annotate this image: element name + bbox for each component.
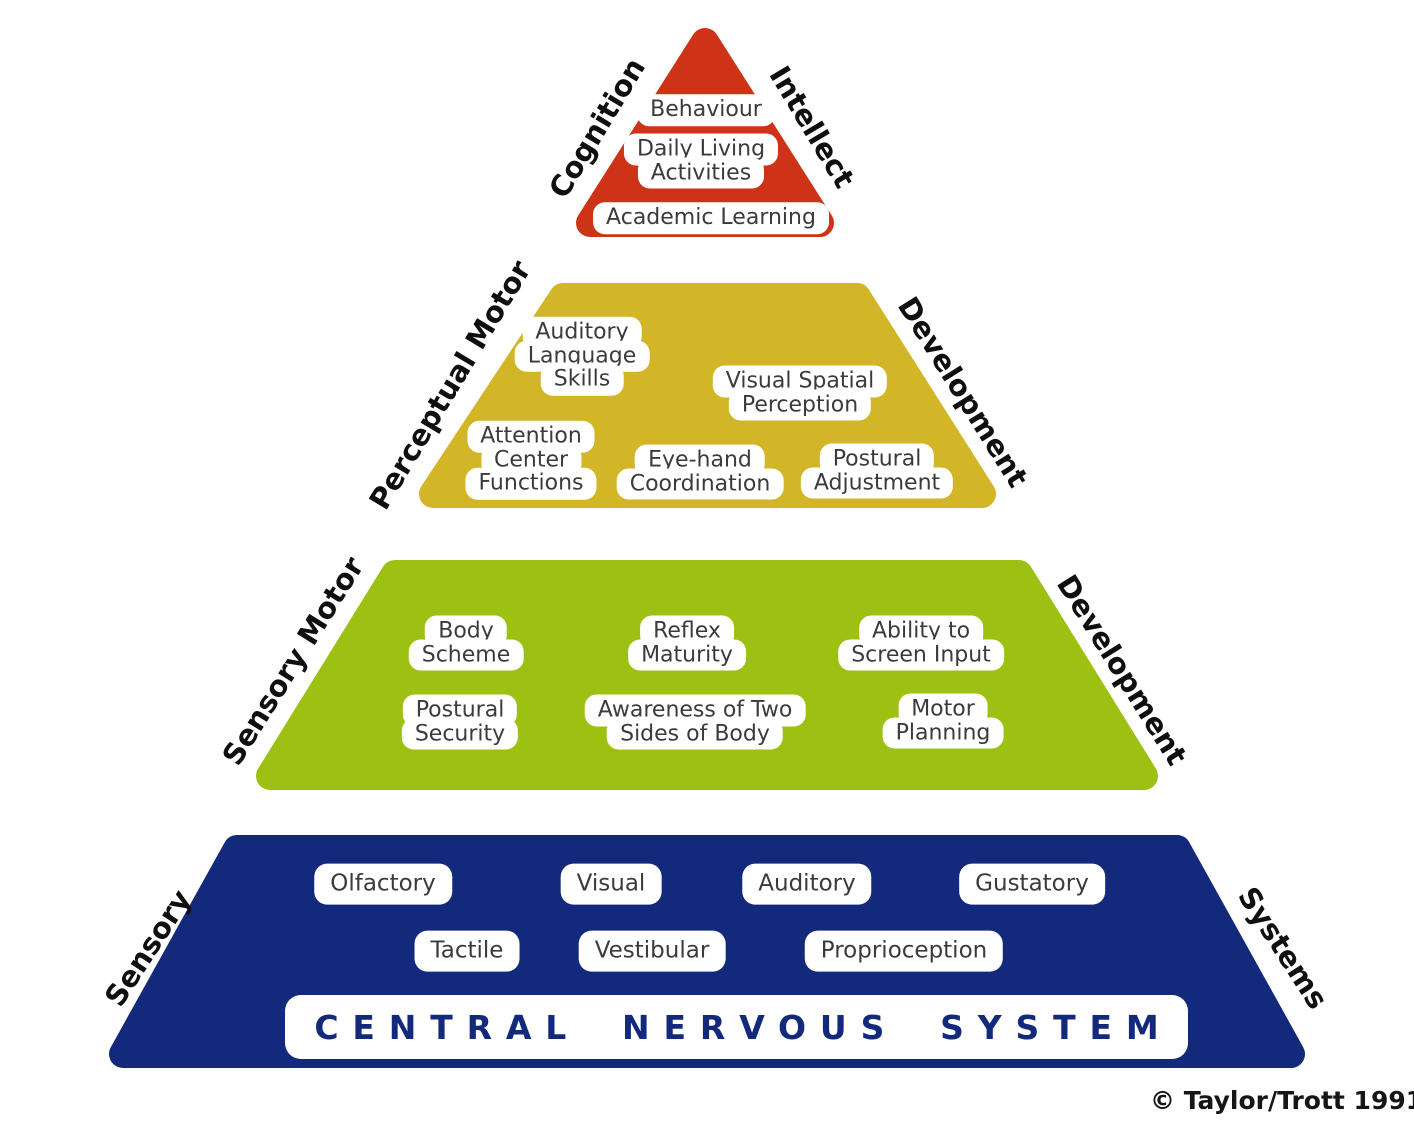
box-visual: Visual	[560, 863, 662, 905]
box-proprioception: Proprioception	[804, 930, 1004, 972]
central-nervous-system-label: CENTRAL NERVOUS SYSTEM	[314, 1007, 1173, 1047]
box-reflex-maturity: Reflex Maturity	[628, 615, 746, 671]
box-attention-center-functions: Attention Center Functions	[465, 420, 597, 500]
box-vestibular: Vestibular	[578, 930, 726, 972]
box-awareness-two-sides-of-body: Awareness of Two Sides of Body	[584, 694, 806, 750]
central-nervous-system-bar: CENTRAL NERVOUS SYSTEM	[285, 995, 1188, 1059]
box-auditory-language-skills: Auditory Language Skills	[514, 316, 650, 396]
copyright-credit: © Taylor/Trott 1991	[1150, 1086, 1414, 1115]
box-body-scheme: Body Scheme	[408, 615, 524, 671]
box-daily-living-activities: Daily Living Activities	[623, 133, 779, 189]
box-visual-spatial-perception: Visual Spatial Perception	[712, 365, 888, 421]
box-auditory: Auditory	[742, 863, 872, 905]
box-tactile: Tactile	[414, 930, 520, 972]
box-olfactory: Olfactory	[314, 863, 452, 905]
box-postural-security: Postural Security	[401, 694, 519, 750]
box-gustatory: Gustatory	[959, 863, 1105, 905]
box-academic-learning: Academic Learning	[593, 202, 829, 234]
box-ability-to-screen-input: Ability to Screen Input	[838, 615, 1004, 671]
box-postural-adjustment: Postural Adjustment	[800, 443, 954, 499]
box-eye-hand-coordination: Eye-hand Coordination	[616, 444, 784, 500]
box-behaviour: Behaviour	[637, 94, 775, 126]
box-motor-planning: Motor Planning	[882, 693, 1004, 749]
